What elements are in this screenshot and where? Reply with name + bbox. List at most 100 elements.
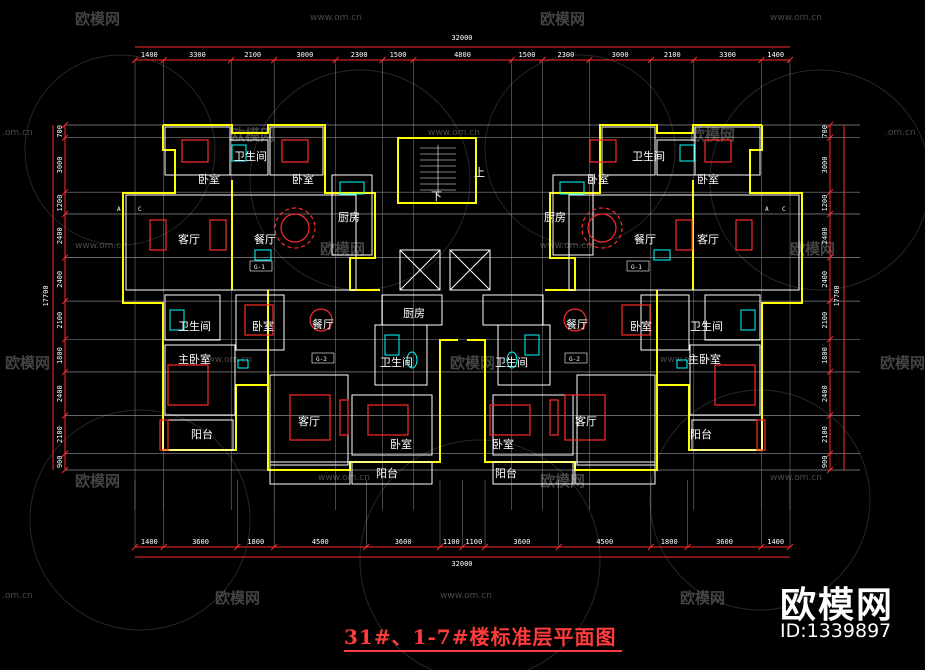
watermark-logo: 欧模网	[540, 10, 585, 28]
room-label-dining: 餐厅	[634, 232, 656, 246]
dimension-label: 2100	[821, 426, 829, 443]
stair-down-label: 下	[431, 190, 442, 203]
dimension-label: 1100	[443, 538, 460, 546]
dimension-label: 700	[56, 125, 64, 138]
dimension-label: 2100	[56, 312, 64, 329]
room-label-kitchen: 厨房	[544, 211, 566, 224]
axis-tag-c: C	[138, 206, 142, 213]
watermark-url: www.om.cn	[428, 128, 480, 138]
dimension-label: 2400	[56, 271, 64, 288]
stair-treads	[420, 145, 456, 195]
dimension-label: 1200	[56, 195, 64, 212]
room-label-balcony: 阳台	[495, 466, 517, 480]
dimension-label: 2400	[56, 385, 64, 402]
dimension-label: 3600	[716, 538, 733, 546]
dimension-label: 1400	[141, 51, 158, 59]
watermark-url: www.om.cn	[310, 13, 362, 23]
watermark-url: www.om.cn	[318, 473, 370, 483]
dimension-label: 1800	[56, 347, 64, 364]
room-label-dining: 餐厅	[312, 317, 334, 331]
room-label-balcony: 阳台	[690, 427, 712, 441]
room-labels: 卧室 卫生间 卧室 厨房 客厅 餐厅 卫生间 卧室 餐厅 主卧室 厨房 卫生间 …	[178, 149, 723, 480]
room-label-living: 客厅	[575, 414, 597, 428]
dimension-label: 2400	[821, 385, 829, 402]
window-tag: G-2	[569, 356, 580, 363]
axis-tag-c: C	[782, 206, 786, 213]
room-label-dining: 餐厅	[254, 232, 276, 246]
watermark-logo: 欧模网	[690, 126, 735, 144]
watermark-url: www.om.cn	[770, 473, 822, 483]
room-label-bathroom: 卫生间	[380, 355, 413, 369]
axis-tag-a: A	[765, 206, 769, 213]
dimension-label: 4500	[596, 538, 613, 546]
dimension-label: 4500	[312, 538, 329, 546]
dimension-label: 3000	[56, 157, 64, 174]
dimension-label: 1500	[390, 51, 407, 59]
dimension-label: 2400	[821, 271, 829, 288]
title-underline	[344, 650, 622, 652]
room-label-bedroom: 卧室	[697, 172, 719, 186]
furniture	[149, 139, 766, 451]
dimension-label: 1500	[519, 51, 536, 59]
room-label-dining: 餐厅	[566, 317, 588, 331]
room-label-bedroom: 卧室	[492, 437, 514, 451]
window-tags: G-1 G-1 G-2 G-2 A C A C	[117, 206, 786, 364]
dimension-label: 2300	[557, 51, 574, 59]
dimension-label: 1400	[141, 538, 158, 546]
watermark-url: www.om.cn	[770, 13, 822, 23]
room-label-living: 客厅	[697, 232, 719, 246]
watermark-layer: 欧模网 www.om.cn 欧模网 www.om.cn .om.cn 欧模网 w…	[2, 10, 925, 670]
watermark-logo: 欧模网	[5, 354, 50, 372]
dimension-label: 2100	[56, 426, 64, 443]
room-label-bathroom: 卫生间	[632, 149, 665, 163]
watermark-url: .om.cn	[2, 128, 33, 138]
brand-logo-text: 欧模网	[780, 585, 895, 626]
stair-up-label: 上	[474, 166, 485, 179]
dimension-label: 4800	[454, 51, 471, 59]
watermark-logo: 欧模网	[450, 354, 495, 372]
dimension-label: 900	[56, 456, 64, 469]
room-label-kitchen: 厨房	[403, 307, 425, 320]
room-label-kitchen: 厨房	[338, 211, 360, 224]
watermark-logo: 欧模网	[75, 472, 120, 490]
room-label-master-bedroom: 主卧室	[178, 352, 211, 366]
dimension-label: 3600	[395, 538, 412, 546]
dimension-label: 3300	[719, 51, 736, 59]
dimension-lines	[52, 46, 845, 558]
dimension-label: 2100	[821, 312, 829, 329]
walls	[122, 124, 803, 471]
drawing-title: 31#、1-7#楼标准层平面图	[344, 625, 617, 649]
overall-width-top: 32000	[451, 34, 472, 42]
dimension-label: 3000	[821, 157, 829, 174]
watermark-url: www.om.cn	[540, 241, 592, 251]
overall-width-bottom: 32000	[451, 560, 472, 568]
room-label-bedroom: 卧室	[252, 319, 274, 333]
watermark-url: www.om.cn	[440, 591, 492, 601]
dimension-label: 3300	[189, 51, 206, 59]
watermark-url: .om.cn	[885, 128, 916, 138]
room-label-bathroom: 卫生间	[234, 149, 267, 163]
window-tag: G-1	[254, 264, 265, 271]
room-label-bathroom: 卫生间	[495, 355, 528, 369]
room-label-bathroom: 卫生间	[690, 319, 723, 333]
dimension-label: 1400	[767, 538, 784, 546]
room-label-balcony: 阳台	[191, 427, 213, 441]
dimension-label: 1800	[821, 347, 829, 364]
interior-walls	[125, 126, 800, 485]
watermark-logo: 欧模网	[880, 354, 925, 372]
dimension-label: 1800	[661, 538, 678, 546]
room-label-bedroom: 卧室	[198, 172, 220, 186]
dimension-label: 900	[821, 456, 829, 469]
dimension-label: 2100	[244, 51, 261, 59]
room-label-balcony: 阳台	[376, 466, 398, 480]
dimension-label: 3000	[612, 51, 629, 59]
dimension-label: 1100	[465, 538, 482, 546]
fixtures	[169, 144, 756, 369]
dimension-label: 700	[821, 125, 829, 138]
dimension-label: 3000	[296, 51, 313, 59]
watermark-url: .om.cn	[2, 591, 33, 601]
dimension-label: 2400	[821, 227, 829, 244]
room-label-bathroom: 卫生间	[178, 319, 211, 333]
